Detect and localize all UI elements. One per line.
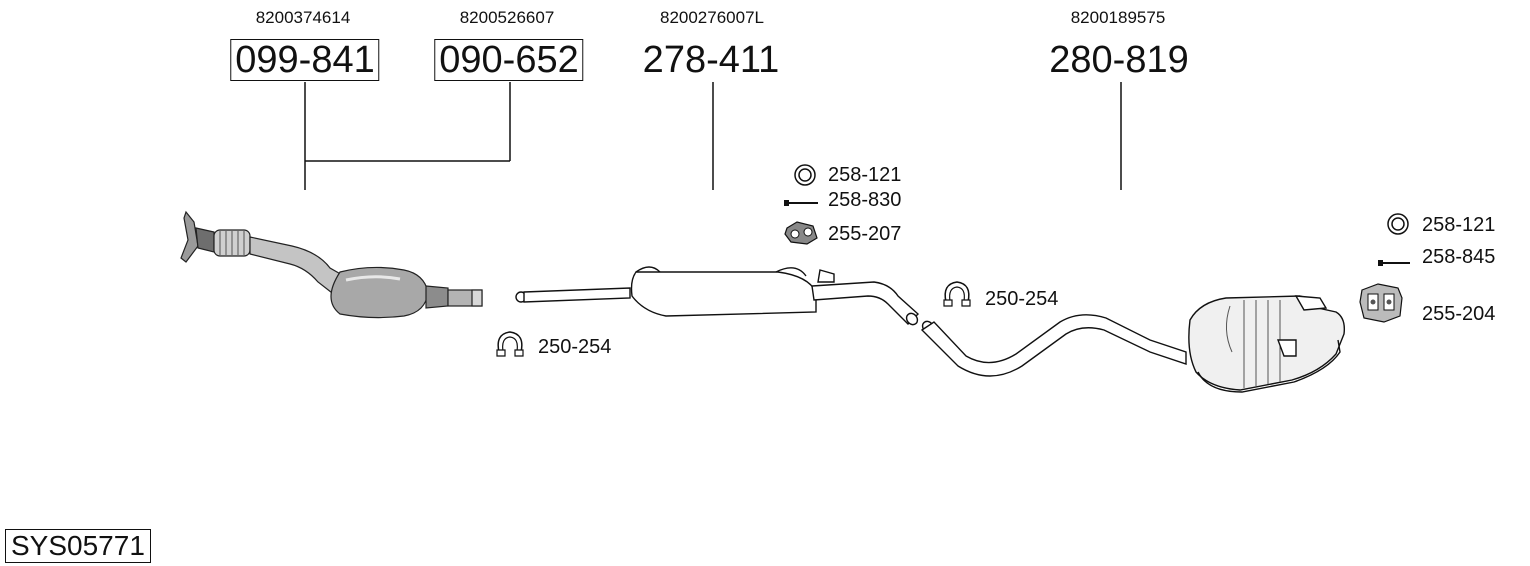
oem-number-rear-silencer: 8200189575	[1070, 8, 1166, 27]
clamp-icon	[943, 281, 971, 307]
rubber-mount-icon	[784, 221, 818, 245]
part-number-flexpipe[interactable]: 090-652	[434, 39, 584, 81]
catalytic-converter-drawing[interactable]	[180, 210, 483, 319]
rubber-mount-icon	[1359, 283, 1403, 323]
accessory-label-ring-1[interactable]: 258-121	[828, 164, 902, 186]
oem-number-middle-silencer: 8200276007L	[659, 8, 765, 27]
leader-lines	[304, 82, 1122, 190]
middle-silencer-drawing[interactable]	[515, 266, 920, 327]
oem-number-flexpipe: 8200526607	[459, 8, 555, 27]
part-number-catalyst[interactable]: 099-841	[230, 39, 380, 81]
part-number-middle-silencer[interactable]: 278-411	[642, 39, 780, 81]
ring-gasket-icon	[1387, 213, 1409, 235]
clamp-icon	[496, 331, 524, 357]
accessory-label-ring-2[interactable]: 258-121	[1422, 214, 1496, 236]
system-code: SYS05771	[5, 529, 151, 563]
ring-gasket-icon	[794, 164, 816, 186]
accessory-label-clamp-1[interactable]: 250-254	[538, 336, 612, 358]
accessory-label-clamp-2[interactable]: 250-254	[985, 288, 1059, 310]
rear-silencer-drawing[interactable]	[920, 295, 1346, 393]
accessory-label-rubber-1[interactable]: 255-207	[828, 223, 902, 245]
oem-number-catalyst: 8200374614	[255, 8, 351, 27]
part-number-rear-silencer[interactable]: 280-819	[1049, 39, 1189, 81]
accessory-label-bolt-1[interactable]: 258-830	[828, 189, 902, 211]
accessory-label-rubber-2[interactable]: 255-204	[1422, 303, 1496, 325]
accessory-label-bolt-2[interactable]: 258-845	[1422, 246, 1496, 268]
bolt-icon	[784, 200, 818, 206]
bolt-icon	[1378, 260, 1410, 266]
